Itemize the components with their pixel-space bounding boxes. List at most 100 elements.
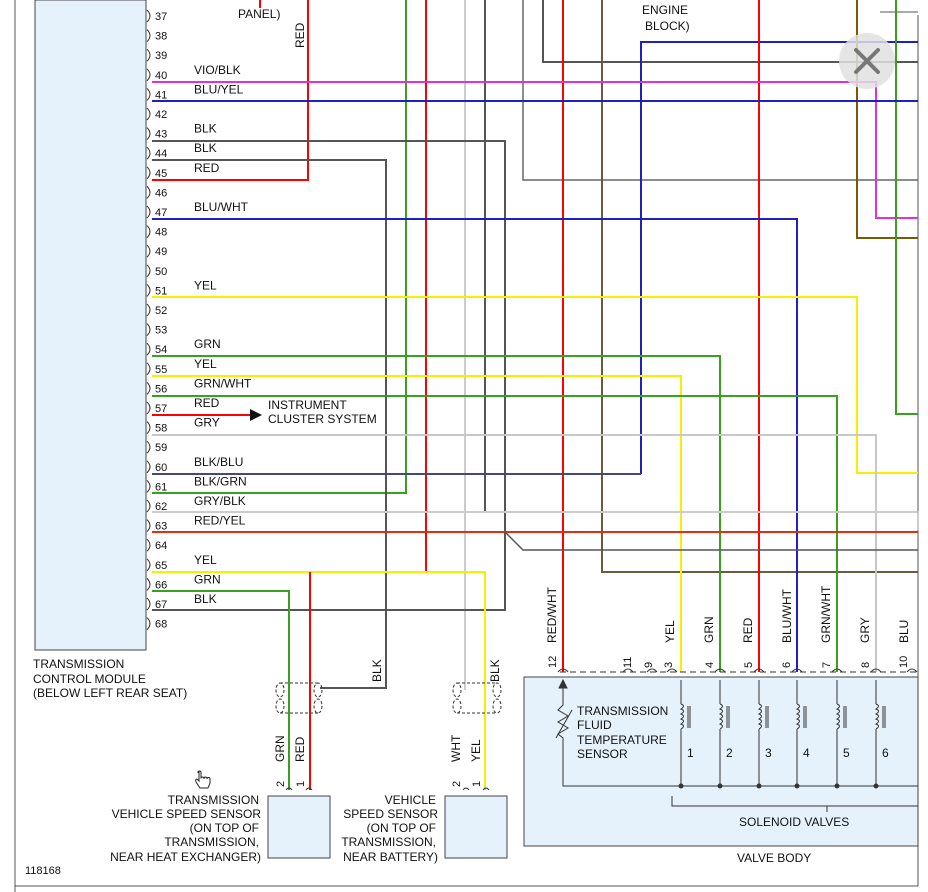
solenoid-2 [717, 680, 730, 789]
tcm-pin-59: 59 [155, 442, 167, 454]
instrument-cluster-label-1: INSTRUMENT [268, 398, 347, 412]
tvss-shield-wire: BLK [370, 659, 384, 682]
tvss-label-1: TRANSMISSION [168, 793, 259, 807]
solenoid-3 [756, 680, 769, 789]
tcm-pin-55: 55 [155, 364, 167, 376]
vb-pin-12: 12 [547, 656, 559, 668]
vb-pin-10: 10 [898, 656, 910, 668]
vss-label-3: (ON TOP OF [367, 821, 436, 835]
tcm-wire-label-44: BLK [194, 141, 217, 155]
tcm-module-box [34, 0, 147, 651]
tcm-pin-60: 60 [155, 462, 167, 474]
solenoid-6 [873, 680, 886, 789]
tcm-pin-67: 67 [155, 599, 167, 611]
vb-pin-3: 3 [663, 662, 675, 668]
tcm-pin-62: 62 [155, 501, 167, 513]
sensor-label-3: TEMPERATURE [577, 733, 667, 747]
tcm-wire-label-63: RED/YEL [194, 514, 246, 528]
tcm-pin-41: 41 [155, 89, 167, 101]
wire-dkgray-523 [522, 0, 918, 181]
vb-wire-label-0: RED/WHT [545, 586, 559, 643]
tcm-pin-57: 57 [155, 403, 167, 415]
vss-pin-2: 2 [451, 781, 463, 787]
tcm-wire-label-47: BLU/WHT [194, 200, 249, 214]
vb-wire-label-5: GRN/WHT [819, 585, 833, 643]
tcm-pin-63: 63 [155, 521, 167, 533]
solenoid-number-3: 3 [765, 746, 772, 760]
vb-wire-label-3: RED [741, 617, 755, 643]
hand-cursor-icon [195, 770, 211, 789]
solenoid-number-2: 2 [726, 746, 733, 760]
tcm-pin-54: 54 [155, 344, 167, 356]
solenoid-number-4: 4 [803, 746, 810, 760]
tcm-pin-48: 48 [155, 227, 167, 239]
wire-red-panel [152, 0, 309, 181]
vb-pin-4: 4 [704, 662, 716, 668]
tcm-pin-50: 50 [155, 266, 167, 278]
solenoid-number-6: 6 [882, 746, 889, 760]
top-label-block: BLOCK) [645, 19, 690, 33]
vb-pin-8: 8 [860, 662, 872, 668]
tcm-wire-label-60: BLK/BLU [194, 455, 243, 469]
tcm-wire-label-45: RED [194, 161, 220, 175]
tcm-pin-65: 65 [155, 560, 167, 572]
tcm-label-3: (BELOW LEFT REAR SEAT) [33, 686, 187, 700]
tcm-wire-label-65: YEL [194, 553, 217, 567]
solenoid-4 [794, 680, 807, 789]
vss-label-5: NEAR BATTERY) [343, 850, 438, 864]
tvss-wire-grn: GRN [273, 735, 287, 762]
tcm-pin-46: 46 [155, 187, 167, 199]
solenoid-number-5: 5 [843, 746, 850, 760]
tvss-label-4: TRANSMISSION, [164, 835, 259, 849]
solenoid-number-1: 1 [687, 746, 694, 760]
tcm-wire-label-41: BLU/YEL [194, 82, 244, 96]
tcm-wire-label-61: BLK/GRN [194, 474, 247, 488]
valve-body-box [523, 676, 919, 847]
tcm-pin-39: 39 [155, 50, 167, 62]
tcm-pin-68: 68 [155, 619, 167, 631]
tcm-pin-61: 61 [155, 481, 167, 493]
vss-pin-1: 1 [471, 781, 483, 787]
tcm-wire-label-62: GRY/BLK [194, 494, 246, 508]
vss-wire-wht: WHT [449, 734, 463, 762]
close-button[interactable] [839, 33, 895, 89]
vss-label-1: VEHICLE [385, 793, 436, 807]
tcm-wire-label-57: RED [194, 396, 220, 410]
shield-tvss [275, 682, 323, 714]
wire-blue-641 [640, 41, 918, 474]
tcm-label-1: TRANSMISSION [33, 657, 124, 671]
shield-vss [452, 682, 502, 714]
wire-green-406 [152, 0, 407, 494]
solenoid-1 [678, 680, 691, 789]
tcm-pin-43: 43 [155, 129, 167, 141]
vb-pin-9: 9 [643, 662, 655, 668]
tcm-wire-label-58: GRY [194, 416, 220, 430]
vb-wire-label-7: BLU [897, 620, 911, 643]
red-vertical-label: RED [293, 22, 307, 48]
tvss-wire-red: RED [293, 736, 307, 762]
sensor-label-1: TRANSMISSION [577, 704, 668, 718]
tcm-wire-label-66: GRN [194, 572, 221, 586]
tcm-pin-45: 45 [155, 168, 167, 180]
close-icon [854, 48, 880, 74]
vss-label-4: TRANSMISSION, [341, 835, 436, 849]
tcm-pin-37: 37 [155, 11, 167, 23]
tcm-pin-ticks [146, 9, 151, 630]
solenoid-5 [834, 680, 847, 789]
tvss-pin-2: 2 [275, 781, 287, 787]
tcm-pin-64: 64 [155, 540, 167, 552]
arrow-right-icon [250, 409, 262, 421]
instrument-cluster-label-2: CLUSTER SYSTEM [268, 412, 377, 426]
thermistor-icon [555, 678, 918, 787]
tcm-wire-label-40: VIO/BLK [194, 63, 241, 77]
vb-wire-label-1: YEL [663, 620, 677, 643]
tcm-pin-49: 49 [155, 246, 167, 258]
tcm-pin-66: 66 [155, 579, 167, 591]
vb-wire-label-2: GRN [702, 616, 716, 643]
tcm-pin-58: 58 [155, 423, 167, 435]
tvss-label-5: NEAR HEAT EXCHANGER) [110, 850, 261, 864]
figure-id: 118168 [25, 865, 61, 877]
valve-body-label: VALVE BODY [737, 851, 811, 865]
tcm-pin-53: 53 [155, 325, 167, 337]
